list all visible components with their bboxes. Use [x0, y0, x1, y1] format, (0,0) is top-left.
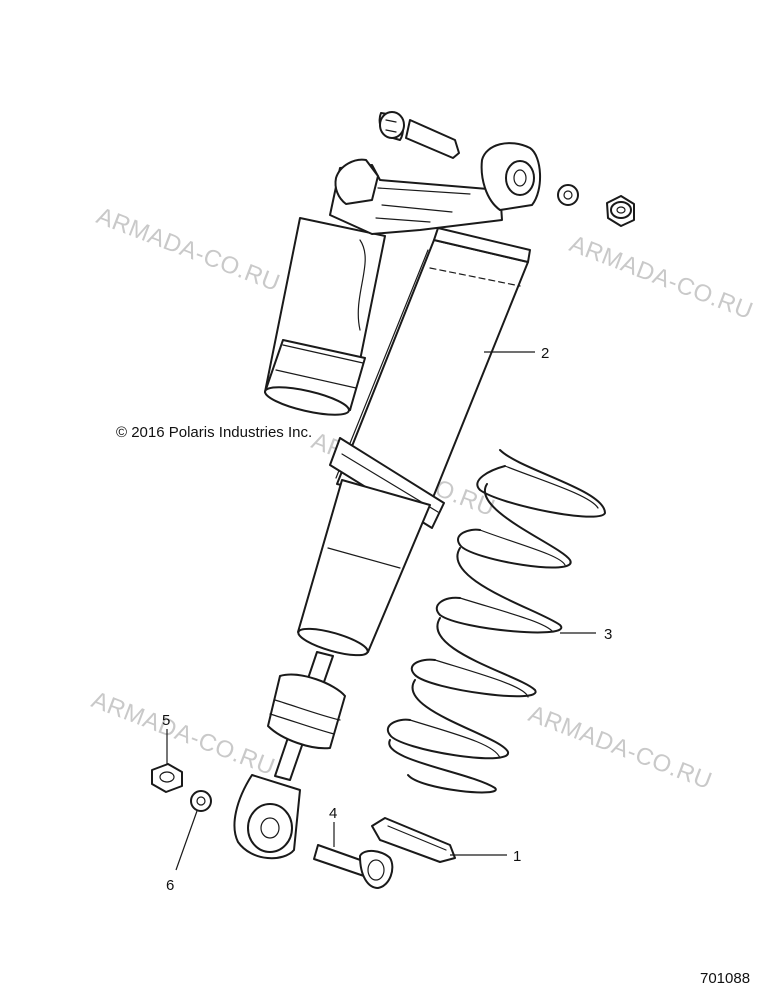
upper-bolt [378, 111, 460, 159]
copyright-notice: © 2016 Polaris Industries Inc. [116, 424, 312, 441]
drawing-number: 701088 [700, 970, 750, 987]
spring-retainer [371, 817, 456, 863]
callout-3: 3 [604, 626, 612, 643]
callout-2: 2 [541, 345, 549, 362]
lower-washer [190, 790, 212, 812]
callout-5: 5 [162, 712, 170, 729]
callout-1: 1 [513, 848, 521, 865]
watermark: ARMADA-CO.RU [525, 700, 716, 795]
leader-line-6 [175, 810, 198, 871]
lower-bolt [313, 844, 394, 889]
watermark: ARMADA-CO.RU [93, 202, 284, 297]
upper-washer [557, 184, 579, 206]
shock-body [233, 142, 542, 860]
upper-nut [606, 195, 635, 227]
coil-spring [387, 449, 606, 794]
callout-6: 6 [166, 877, 174, 894]
lower-nut [151, 763, 183, 793]
watermark: ARMADA-CO.RU [88, 686, 279, 781]
watermark: ARMADA-CO.RU [566, 230, 757, 325]
callout-4: 4 [329, 805, 337, 822]
